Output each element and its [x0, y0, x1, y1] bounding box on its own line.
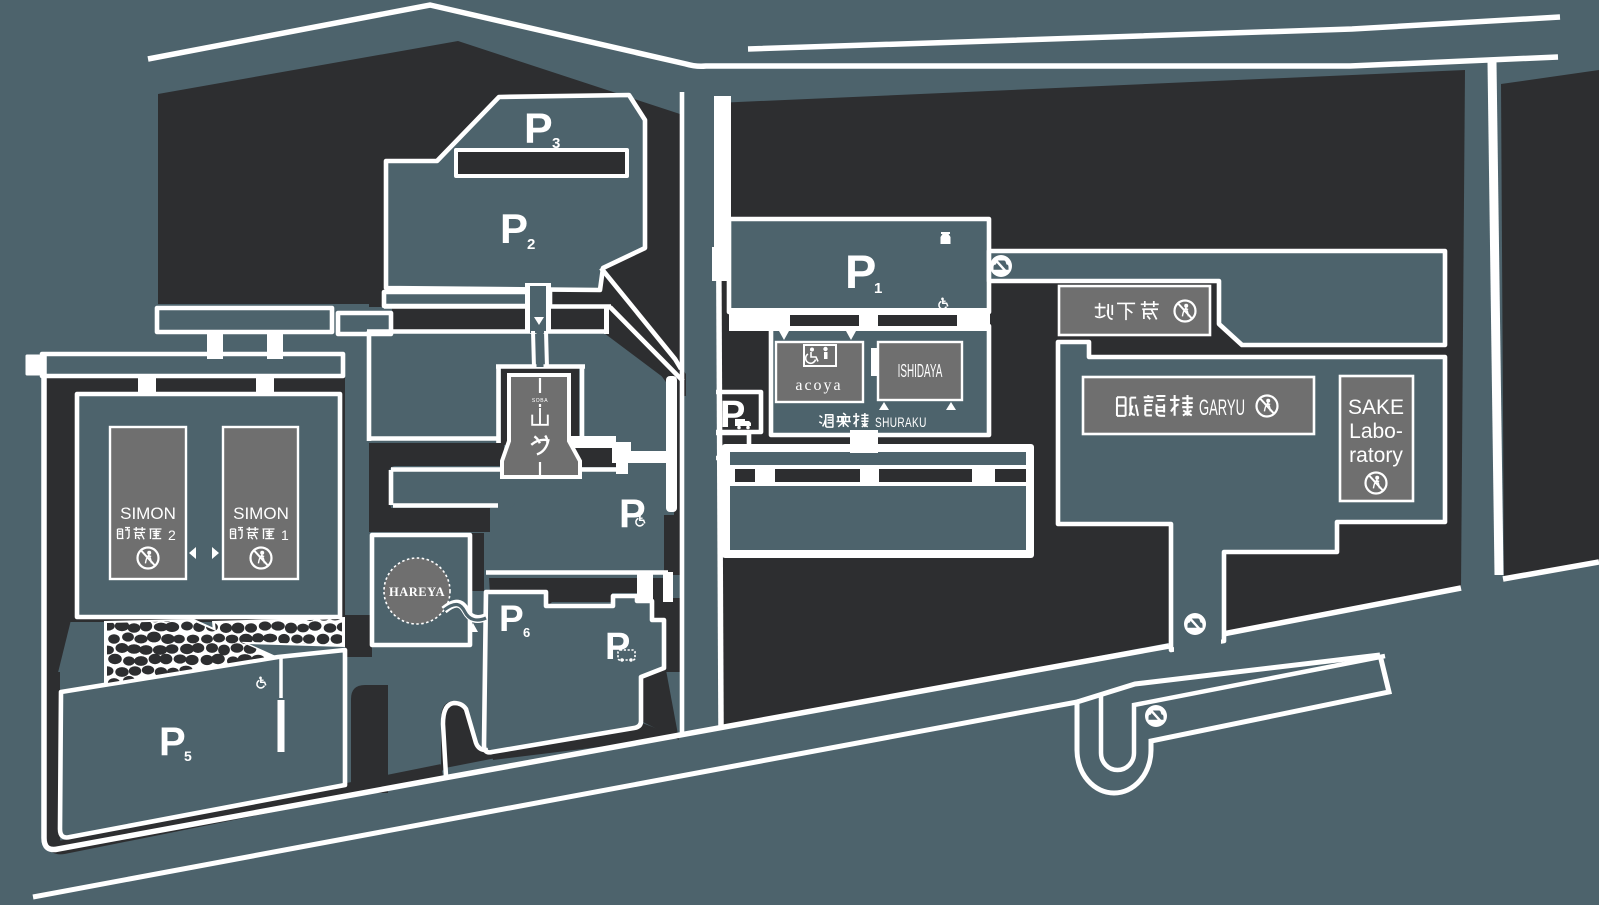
svg-text:P: P: [524, 105, 553, 153]
svg-text:acoya: acoya: [795, 377, 842, 394]
svg-text:SIMON: SIMON: [233, 504, 289, 523]
svg-text:P: P: [605, 626, 630, 668]
svg-text:5: 5: [184, 748, 192, 764]
svg-text:ISHIDAYA: ISHIDAYA: [898, 361, 943, 382]
svg-text:2: 2: [168, 527, 176, 543]
svg-text:6: 6: [523, 625, 530, 640]
svg-text:HAREYA: HAREYA: [389, 585, 445, 599]
svg-text:Labo-: Labo-: [1349, 420, 1403, 443]
svg-text:1: 1: [874, 280, 882, 297]
svg-text:SAKE: SAKE: [1348, 396, 1404, 419]
svg-text:P: P: [500, 205, 528, 252]
svg-text:P: P: [845, 245, 876, 298]
svg-text:SOBA: SOBA: [532, 398, 548, 404]
svg-text:SIMON: SIMON: [120, 504, 176, 523]
svg-text:P: P: [159, 720, 186, 764]
svg-text:P: P: [499, 598, 524, 639]
svg-text:GARYU: GARYU: [1199, 396, 1245, 420]
svg-text:2: 2: [527, 236, 535, 253]
svg-text:P: P: [720, 394, 745, 436]
svg-text:P: P: [619, 492, 646, 536]
svg-text:3: 3: [552, 135, 560, 152]
svg-text:1: 1: [281, 527, 289, 543]
svg-text:SHURAKU: SHURAKU: [875, 414, 927, 430]
svg-text:ratory: ratory: [1349, 444, 1403, 467]
